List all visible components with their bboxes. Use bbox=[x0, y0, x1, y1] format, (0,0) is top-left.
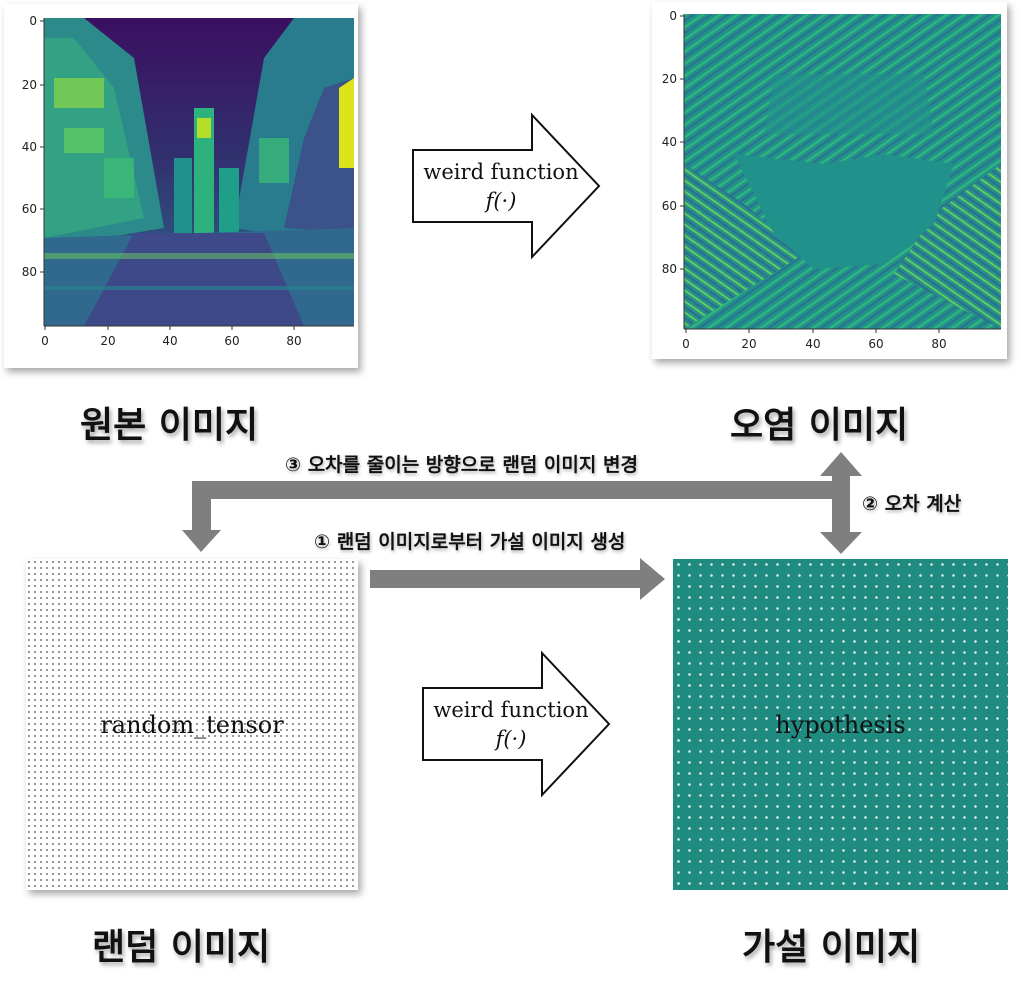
bottom-function-label: weird function bbox=[433, 698, 588, 722]
top-function-arrow: weird function f(·) bbox=[412, 112, 601, 260]
original-x-ticks: 0 20 40 60 80 bbox=[41, 326, 302, 348]
contaminated-x-tick: 20 bbox=[741, 337, 756, 351]
random-tensor-label: random_tensor bbox=[100, 710, 284, 739]
random-image-caption: 랜덤 이미지 bbox=[92, 927, 271, 968]
step3-label: ③ 오차를 줄이는 방향으로 랜덤 이미지 변경 bbox=[285, 454, 638, 476]
contaminated-y-tick: 0 bbox=[669, 9, 677, 23]
hypothesis-image-caption: 가설 이미지 bbox=[742, 927, 921, 968]
step2-arrow-head-up bbox=[820, 452, 862, 476]
step3-arrow-leg bbox=[192, 481, 211, 533]
contaminated-y-tick: 40 bbox=[662, 135, 677, 149]
contaminated-image-caption: 오염 이미지 bbox=[730, 405, 909, 446]
contaminated-x-tick: 0 bbox=[682, 337, 690, 351]
step2-arrow-head-down bbox=[820, 532, 862, 554]
step1-arrow-shaft bbox=[370, 570, 642, 588]
original-x-tick: 40 bbox=[162, 334, 177, 348]
original-image-panel: 0 20 40 60 80 0 20 40 60 80 bbox=[4, 4, 358, 368]
step1-arrow-head bbox=[640, 558, 665, 600]
original-image-caption: 원본 이미지 bbox=[80, 405, 259, 446]
contaminated-x-tick: 40 bbox=[805, 337, 820, 351]
top-function-symbol: f(·) bbox=[484, 189, 517, 213]
original-x-tick: 60 bbox=[224, 334, 239, 348]
bottom-function-symbol: f(·) bbox=[494, 727, 527, 751]
original-y-ticks: 0 20 40 60 80 bbox=[22, 14, 44, 279]
original-image-plot: 0 20 40 60 80 0 20 40 60 80 bbox=[22, 14, 354, 348]
hypothesis-label: hypothesis bbox=[775, 710, 906, 739]
contaminated-x-ticks: 0 20 40 60 80 bbox=[682, 329, 947, 351]
step1-label: ① 랜덤 이미지로부터 가설 이미지 생성 bbox=[314, 531, 626, 553]
step3-arrow-bar bbox=[192, 481, 840, 499]
original-y-tick: 20 bbox=[22, 78, 37, 92]
original-x-tick: 20 bbox=[100, 334, 115, 348]
contaminated-x-tick: 80 bbox=[931, 337, 946, 351]
step2-label: ② 오차 계산 bbox=[862, 493, 962, 515]
contaminated-y-ticks: 0 20 40 60 80 bbox=[662, 9, 684, 276]
bottom-function-arrow: weird function f(·) bbox=[422, 650, 611, 798]
hypothesis-box: hypothesis bbox=[673, 559, 1008, 890]
original-y-tick: 0 bbox=[29, 14, 37, 28]
contaminated-y-tick: 20 bbox=[662, 72, 677, 86]
step2-arrow-shaft bbox=[832, 474, 850, 536]
original-x-tick: 80 bbox=[286, 334, 301, 348]
original-y-tick: 80 bbox=[22, 265, 37, 279]
contaminated-y-tick: 80 bbox=[662, 262, 677, 276]
original-x-tick: 0 bbox=[41, 334, 49, 348]
contaminated-y-tick: 60 bbox=[662, 199, 677, 213]
contaminated-image-plot: 0 20 40 60 80 0 20 40 60 80 bbox=[662, 9, 1001, 351]
contaminated-x-tick: 60 bbox=[868, 337, 883, 351]
original-y-tick: 60 bbox=[22, 202, 37, 216]
original-y-tick: 40 bbox=[22, 140, 37, 154]
top-function-label: weird function bbox=[423, 160, 578, 184]
step3-arrow-head bbox=[182, 530, 221, 552]
contaminated-image-panel: 0 20 40 60 80 0 20 40 60 80 bbox=[652, 2, 1007, 359]
random-tensor-box: random_tensor bbox=[26, 559, 358, 890]
